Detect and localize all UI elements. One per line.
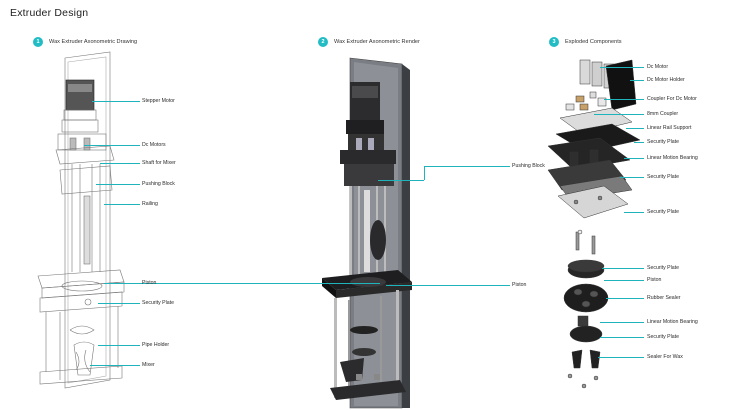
label-mixer: Mixer bbox=[142, 362, 155, 368]
leader-line bbox=[602, 268, 644, 269]
leader-line bbox=[634, 142, 644, 143]
label-exploded-part: Rubber Sealer bbox=[647, 295, 681, 301]
leader-line bbox=[424, 166, 425, 180]
section-number-badge: 3 bbox=[549, 37, 559, 47]
section-header-render: 2 Wax Extruder Axonometric Render bbox=[318, 37, 420, 47]
label-exploded-part: Security Plate bbox=[647, 209, 680, 215]
label-exploded-part: Coupler For Dc Motor bbox=[647, 96, 697, 102]
label-exploded-part: 8mm Coupler bbox=[647, 111, 679, 117]
label-pushing-block: Pushing Block bbox=[142, 181, 175, 187]
label-exploded-part: Security Plate bbox=[647, 265, 680, 271]
label-exploded-part: Security Plate bbox=[647, 334, 680, 340]
section-title: Wax Extruder Axonometric Render bbox=[334, 39, 420, 45]
label-exploded-part: Security Plate bbox=[647, 139, 680, 145]
label-exploded-part: Piston bbox=[647, 277, 662, 283]
leader-line bbox=[604, 280, 644, 281]
leader-line bbox=[630, 80, 644, 81]
leader-line bbox=[92, 101, 140, 102]
label-railing: Railing bbox=[142, 201, 158, 207]
section-number-badge: 2 bbox=[318, 37, 328, 47]
leader-line bbox=[84, 145, 140, 146]
label-stepper-motor: Stepper Motor bbox=[142, 98, 175, 104]
section-header-exploded: 3 Exploded Components bbox=[549, 37, 622, 47]
section-header-drawing: 1 Wax Extruder Axonometric Drawing bbox=[33, 37, 137, 47]
label-render-pushing-block: Pushing Block bbox=[512, 163, 545, 169]
leader-line bbox=[424, 166, 510, 167]
leader-line bbox=[98, 303, 140, 304]
leader-line bbox=[594, 114, 644, 115]
leader-line bbox=[104, 283, 140, 284]
label-exploded-part: Linear Motion Bearing bbox=[647, 319, 698, 325]
label-shaft-for-mixer: Shaft for Mixer bbox=[142, 160, 176, 166]
label-exploded-part: Linear Rail Support bbox=[647, 125, 692, 131]
section-title: Wax Extruder Axonometric Drawing bbox=[49, 39, 138, 45]
label-exploded-part: Dc Motor bbox=[647, 64, 669, 70]
page-title: Extruder Design bbox=[10, 7, 89, 19]
label-exploded-part: Linear Motion Bearing bbox=[647, 155, 698, 161]
leader-line bbox=[386, 285, 510, 286]
leader-line bbox=[606, 298, 644, 299]
label-render-piston: Piston bbox=[512, 282, 527, 288]
leader-line bbox=[598, 357, 644, 358]
leader-line bbox=[96, 184, 140, 185]
leader-line bbox=[140, 283, 380, 284]
label-exploded-part: Dc Motor Holder bbox=[647, 77, 685, 83]
leader-line bbox=[600, 337, 644, 338]
leader-line bbox=[624, 212, 644, 213]
label-dc-motors: Dc Motors bbox=[142, 142, 166, 148]
section-title: Exploded Components bbox=[565, 39, 622, 45]
leader-line bbox=[604, 99, 644, 100]
leader-line bbox=[378, 180, 424, 181]
label-pipe-holder: Pipe Holder bbox=[142, 342, 170, 348]
label-exploded-part: Security Plate bbox=[647, 174, 680, 180]
leader-line bbox=[600, 67, 644, 68]
leader-line bbox=[626, 128, 644, 129]
leader-line bbox=[90, 365, 140, 366]
leader-line bbox=[624, 158, 644, 159]
section-number-badge: 1 bbox=[33, 37, 43, 47]
label-exploded-part: Sealer For Wax bbox=[647, 354, 683, 360]
leader-line bbox=[98, 345, 140, 346]
leader-line bbox=[104, 204, 140, 205]
leader-line bbox=[620, 177, 644, 178]
label-piston: Piston bbox=[142, 280, 157, 286]
label-security-plate: Security Plate bbox=[142, 300, 175, 306]
leader-line bbox=[600, 322, 644, 323]
leader-line bbox=[100, 163, 140, 164]
